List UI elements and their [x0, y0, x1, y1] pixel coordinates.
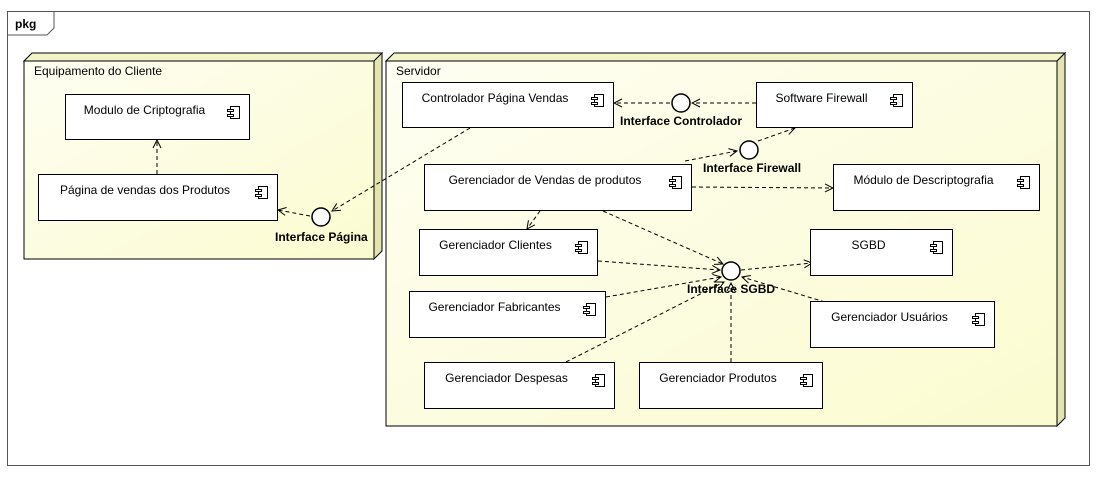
edge-clientes-to-isgbd: [597, 260, 720, 270]
interface-sgbd-circle: [721, 261, 741, 281]
interface-controlador-circle: [671, 93, 691, 113]
component-gerenciador-vendas[interactable]: Gerenciador de Vendas de produtos: [424, 164, 692, 211]
component-icon: [227, 106, 240, 119]
component-gerenciador-fabricantes[interactable]: Gerenciador Fabricantes: [409, 291, 606, 338]
edge-fabricantes-to-isgbd: [605, 277, 721, 298]
component-icon: [800, 374, 813, 387]
edge-usuarios-to-isgbd: [742, 277, 826, 303]
component-icon: [669, 176, 682, 189]
edge-despesas-to-isgbd: [565, 282, 724, 363]
interfaces: [311, 93, 759, 281]
dependency-edges: [157, 103, 833, 363]
client-node-label: Equipamento do Cliente: [34, 64, 163, 78]
component-icon: [972, 313, 985, 326]
interface-firewall-circle: [739, 140, 759, 160]
component-pagina-vendas[interactable]: Página de vendas dos Produtos: [38, 174, 278, 221]
package-frame: [7, 11, 1090, 466]
component-label: Controlador Página Vendas: [421, 91, 569, 105]
component-gerenciador-usuarios[interactable]: Gerenciador Usuários: [810, 301, 995, 348]
component-icon: [592, 374, 605, 387]
interface-pagina-label: Interface Página: [275, 230, 368, 244]
component-label: SGBD: [851, 238, 886, 252]
component-modulo-descriptografia[interactable]: Módulo de Descriptografia: [833, 164, 1040, 211]
component-icon: [1017, 176, 1030, 189]
component-label: Módulo de Descriptografia: [853, 173, 994, 187]
edge-vendas-to-descripto: [691, 187, 833, 188]
interface-controlador-label: Interface Controlador: [620, 114, 743, 128]
component-icon: [591, 94, 604, 107]
component-icon: [575, 241, 588, 254]
component-label: Gerenciador Produtos: [659, 371, 777, 385]
component-controlador-pagina-vendas[interactable]: Controlador Página Vendas: [402, 82, 614, 128]
edge-vendas-to-isgbd: [602, 210, 723, 264]
component-icon: [583, 303, 596, 316]
component-label: Software Firewall: [775, 91, 868, 105]
server-node-label: Servidor: [396, 64, 441, 78]
component-label: Gerenciador de Vendas de produtos: [448, 173, 642, 187]
component-label: Modulo de Criptografia: [83, 103, 206, 117]
edge-ipagina-to-pagina: [278, 210, 311, 217]
component-software-firewall[interactable]: Software Firewall: [756, 82, 913, 128]
component-modulo-criptografia[interactable]: Modulo de Criptografia: [65, 94, 250, 140]
interface-firewall-label: Interface Firewall: [703, 161, 802, 175]
component-sgbd[interactable]: SGBD: [810, 229, 953, 276]
component-icon: [890, 94, 903, 107]
edge-vendas-to-ifirewall: [684, 151, 737, 162]
interface-pagina-circle: [311, 207, 331, 227]
interface-sgbd-label: Interface SGBD: [687, 282, 776, 296]
component-label: Gerenciador Fabricantes: [428, 300, 561, 314]
component-label: Gerenciador Clientes: [439, 238, 552, 252]
component-gerenciador-despesas[interactable]: Gerenciador Despesas: [424, 362, 615, 409]
component-icon: [930, 241, 943, 254]
edge-vendas-to-clientes: [527, 210, 541, 229]
component-label: Gerenciador Despesas: [445, 371, 568, 385]
package-tab-label: pkg: [15, 17, 37, 31]
edge-isgbd-to-sgbd: [740, 263, 812, 271]
component-gerenciador-clientes[interactable]: Gerenciador Clientes: [419, 229, 598, 276]
component-label: Gerenciador Usuários: [831, 310, 948, 324]
component-icon: [255, 186, 268, 199]
component-label: Página de vendas dos Produtos: [59, 183, 231, 197]
component-gerenciador-produtos[interactable]: Gerenciador Produtos: [639, 362, 823, 409]
edge-controlador-to-ipagina: [332, 127, 471, 211]
